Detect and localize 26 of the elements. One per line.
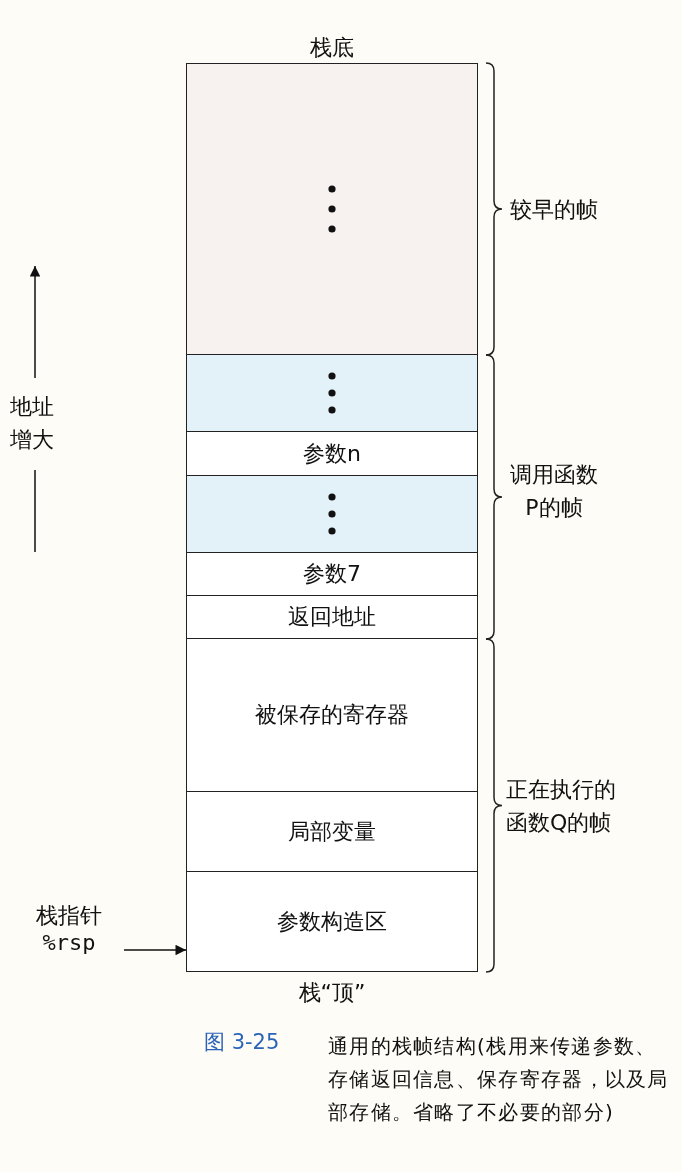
- figure-caption: 通用的栈帧结构(栈用来传递参数、存储返回信息、保存寄存器，以及局部存储。省略了不必要的部分): [328, 1033, 670, 1126]
- cell-text: 参数7: [303, 560, 361, 588]
- frame-label: 较早的帧: [510, 197, 599, 224]
- cell-text: 参数构造区: [277, 907, 387, 936]
- cell-text: 返回地址: [288, 603, 376, 631]
- stack-bottom-label: 栈底: [309, 34, 355, 62]
- stack-frame-cell: [186, 432, 478, 476]
- cell-text: 局部变量: [288, 817, 376, 846]
- cell-text: 被保存的寄存器: [255, 701, 409, 729]
- register-name: %rsp: [42, 929, 96, 957]
- frame-label: 正在执行的函数Q的帧: [506, 776, 617, 837]
- cell-text: 参数n: [303, 439, 361, 468]
- stack-top-label: 栈“顶”: [297, 979, 367, 1007]
- stack-frame-cell: [186, 872, 478, 972]
- stack-frame-cell: [186, 792, 478, 872]
- stack-frame-cell: [186, 596, 478, 639]
- stack-frame-cell: [186, 639, 478, 792]
- stack-frame-cell: [186, 63, 478, 355]
- stack-frame-cell: [186, 553, 478, 596]
- frame-label: 调用函数P的帧: [509, 461, 599, 522]
- direction-label: 地址增大: [10, 393, 55, 454]
- stack-frame-cell: [186, 355, 478, 432]
- stack-frame-cell: [186, 476, 478, 553]
- pointer-name: 栈指针: [36, 901, 102, 929]
- figure-number: 图 3-25: [204, 1030, 281, 1056]
- arrow: [123, 944, 187, 956]
